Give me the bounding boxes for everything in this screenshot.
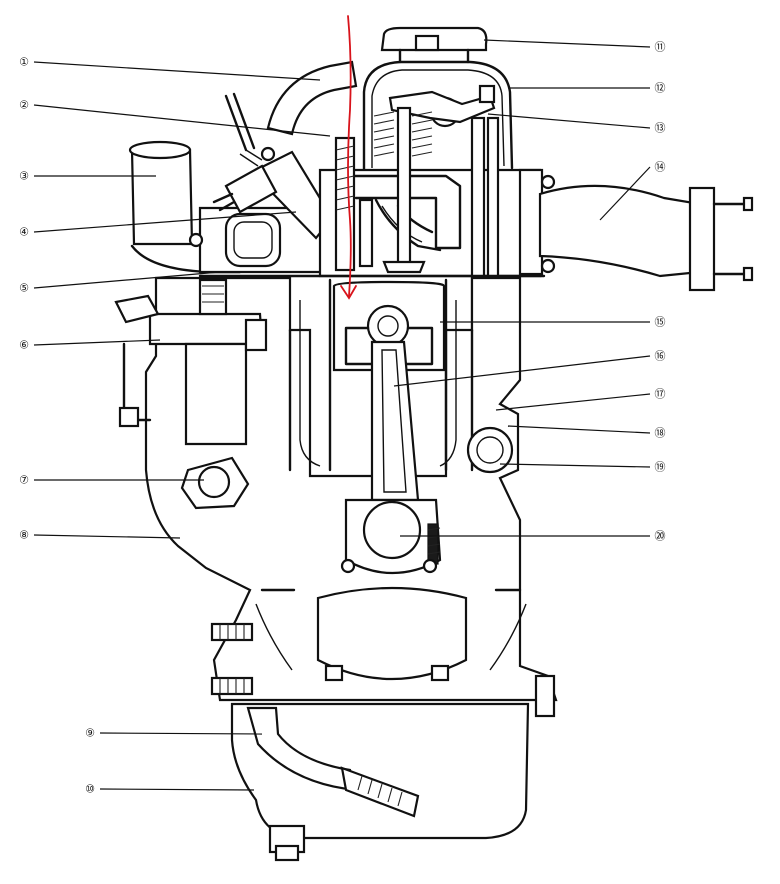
callout-17-leader — [495, 393, 651, 411]
callout-15: ⑮ — [440, 316, 666, 329]
exhaust-manifold — [538, 184, 754, 292]
callout-layer: ① ② ③ ④ ⑤ ⑥ ⑦ ⑧ ⑨ ⑩ ⑪ ⑫ ⑬ ⑭ ⑮ ⑯ ⑰ ⑱ ⑲ ⑳ — [19, 39, 666, 796]
callout-11-leader — [483, 39, 651, 48]
engine-drawing — [114, 26, 754, 862]
callout-12-number: ⑫ — [655, 82, 666, 95]
callout-1: ① — [19, 56, 321, 81]
callout-16-leader — [393, 355, 651, 387]
callout-8: ⑧ — [19, 529, 181, 542]
callout-4-leader — [33, 211, 297, 233]
callout-7: ⑦ — [19, 474, 204, 487]
callout-10-leader — [99, 788, 255, 791]
callout-17: ⑰ — [495, 388, 666, 411]
callout-1-number: ① — [19, 56, 29, 69]
callout-3-number: ③ — [19, 170, 29, 183]
lower-block-bolts — [210, 622, 556, 718]
callout-19-leader — [499, 463, 651, 468]
callout-18: ⑱ — [507, 425, 666, 440]
callout-16: ⑯ — [393, 350, 666, 387]
callout-10-number: ⑩ — [85, 783, 95, 796]
callout-2: ② — [19, 99, 331, 137]
callout-10: ⑩ — [85, 783, 255, 796]
intake-pipe — [266, 60, 358, 136]
callout-11-number: ⑪ — [655, 41, 666, 54]
callout-18-leader — [507, 425, 651, 434]
callout-13-number: ⑬ — [655, 122, 666, 135]
callout-5-number: ⑤ — [19, 282, 29, 295]
callout-12: ⑫ — [508, 82, 666, 95]
callout-9-leader — [99, 732, 263, 735]
crankcase-plug — [180, 456, 250, 510]
oil-pan — [230, 702, 530, 862]
callout-5-leader — [33, 271, 221, 289]
callout-14-leader — [599, 166, 651, 221]
callout-14: ⑭ — [599, 161, 666, 221]
camshaft — [466, 426, 514, 474]
callout-19-number: ⑲ — [655, 461, 666, 474]
fuel-injector — [212, 92, 334, 240]
valve-cover — [362, 60, 514, 172]
callout-6-number: ⑥ — [19, 339, 29, 352]
crankpin-big-end — [340, 498, 442, 574]
callout-13: ⑬ — [487, 113, 666, 135]
callout-7-number: ⑦ — [19, 474, 29, 487]
callout-16-number: ⑯ — [655, 350, 666, 363]
callout-8-number: ⑧ — [19, 529, 29, 542]
callout-3: ③ — [19, 170, 156, 183]
piston — [332, 280, 446, 372]
callout-1-leader — [33, 61, 321, 81]
callout-20-number: ⑳ — [655, 530, 666, 543]
callout-6-leader — [33, 339, 161, 346]
callout-4: ④ — [19, 211, 297, 239]
crank-counterweight — [255, 586, 527, 682]
callout-14-number: ⑭ — [655, 161, 666, 174]
oil-pump-assembly — [114, 278, 268, 446]
callout-8-leader — [33, 534, 181, 539]
connecting-rod — [370, 340, 420, 502]
valve-train — [358, 106, 433, 274]
cylinder-head — [318, 136, 556, 278]
oil-filler-cap — [380, 26, 488, 64]
callout-15-number: ⑮ — [655, 316, 666, 329]
callout-6: ⑥ — [19, 339, 161, 352]
callout-11: ⑪ — [483, 39, 666, 54]
callout-9-number: ⑨ — [85, 727, 95, 740]
callout-19: ⑲ — [499, 461, 666, 474]
oil-strainer — [246, 706, 420, 818]
callout-9: ⑨ — [85, 727, 263, 740]
callout-18-number: ⑱ — [655, 427, 666, 440]
red-annotation-arrow — [340, 15, 357, 300]
callout-17-number: ⑰ — [655, 388, 666, 401]
callout-2-leader — [33, 104, 331, 137]
callout-13-leader — [487, 113, 651, 129]
callout-2-number: ② — [19, 99, 29, 112]
callout-5: ⑤ — [19, 271, 221, 295]
callout-4-number: ④ — [19, 226, 29, 239]
callout-20: ⑳ — [400, 530, 666, 543]
